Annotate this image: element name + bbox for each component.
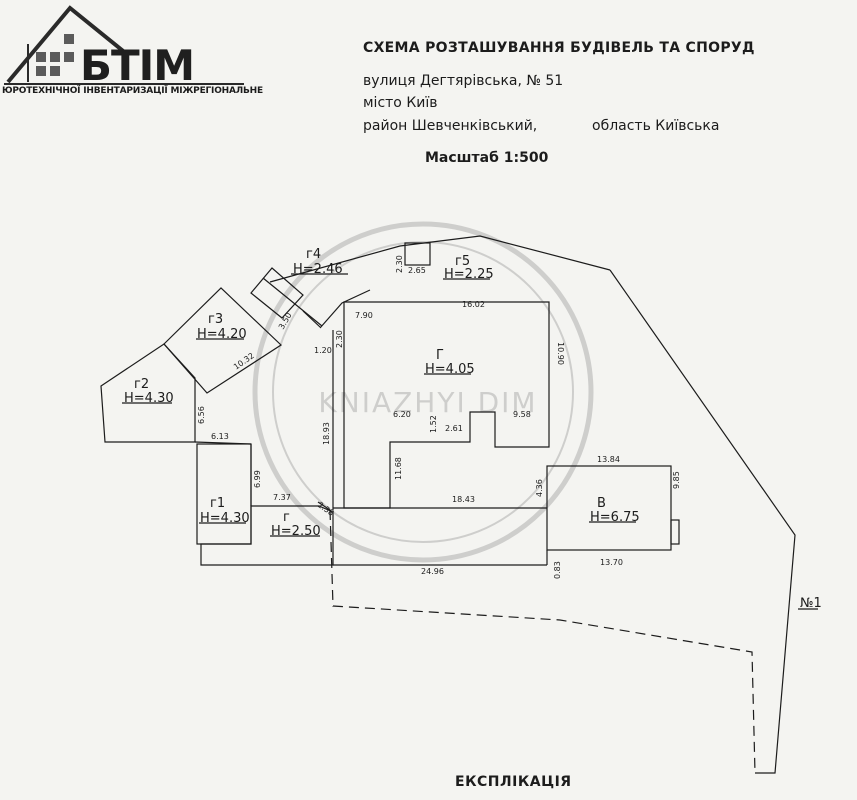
wall-line <box>302 310 321 328</box>
dim-1-52: 1.52 <box>429 415 438 433</box>
dim-2-61: 2.61 <box>445 424 463 433</box>
dim-6-20: 6.20 <box>393 410 411 419</box>
explication-heading: ЕКСПЛІКАЦІЯ <box>455 774 572 790</box>
parcel-dashed <box>329 509 756 774</box>
dim-24-96: 24.96 <box>421 567 444 576</box>
dim-9-85: 9.85 <box>672 471 681 489</box>
label-g1: г1 <box>210 496 225 511</box>
dim-4-36: 4.36 <box>535 479 544 497</box>
dim-1-20: 1.20 <box>314 346 332 355</box>
dim-2-65: 2.65 <box>408 266 426 275</box>
address-region: область Київська <box>592 118 720 134</box>
label-small-g: г <box>283 510 290 525</box>
height-g1: H=4.30 <box>200 511 250 526</box>
dim-18-43: 18.43 <box>452 495 475 504</box>
building-g1 <box>196 443 252 545</box>
logo-wordmark: БТІМ <box>80 41 194 90</box>
watermark-text: KNIAZHYI DIM <box>318 386 537 419</box>
dim-7-37: 7.37 <box>273 493 291 502</box>
dim-0-83: 0.83 <box>553 561 562 579</box>
label-g4: г4 <box>306 247 321 262</box>
parcel-label: №1 <box>800 596 822 611</box>
dim-9-58: 9.58 <box>513 410 531 419</box>
dim-18-93: 18.93 <box>322 422 331 445</box>
wall-line <box>194 441 252 445</box>
building-g3 <box>163 287 282 394</box>
parcel-boundary <box>609 269 796 774</box>
document-title: СХЕМА РОЗТАШУВАННЯ БУДІВЕЛЬ ТА СПОРУД <box>363 40 755 56</box>
boundary-segment <box>319 289 371 329</box>
address-district: район Шевченківський, <box>363 118 538 134</box>
label-g5: г5 <box>455 254 470 269</box>
btim-logo: БТІМ <box>4 5 244 90</box>
dim-13-84: 13.84 <box>597 455 620 464</box>
watermark: KNIAZHYI DIM <box>252 221 594 563</box>
dim-6-99: 6.99 <box>253 470 262 488</box>
dim-13-70: 13.70 <box>600 558 623 567</box>
dim-10-90: 10.90 <box>556 342 565 365</box>
building-v-annex <box>670 519 680 545</box>
height-g5: H=2.25 <box>444 267 494 282</box>
height-small-g: H=2.50 <box>271 524 321 539</box>
building-g2 <box>100 343 196 443</box>
dim-2-30: 2.30 <box>395 255 404 273</box>
address-city: місто Київ <box>363 95 438 111</box>
scale-label: Масштаб 1:500 <box>425 150 549 166</box>
house-logo-icon <box>4 5 244 85</box>
label-v: В <box>597 496 606 511</box>
dim-6-56: 6.56 <box>197 406 206 424</box>
building-g5 <box>404 242 431 266</box>
dim-7-90: 7.90 <box>355 311 373 320</box>
dim-6-13: 6.13 <box>211 432 229 441</box>
height-g3: H=4.20 <box>197 327 247 342</box>
height-main: H=4.05 <box>425 362 475 377</box>
boundary-segment <box>317 501 331 511</box>
dim-16-02: 16.02 <box>462 300 485 309</box>
logo-band-text: ЮРОТЕХНІЧНОЇ ІНВЕНТАРИЗАЦІЇ МІЖРЕГІОНАЛЬ… <box>2 86 263 96</box>
label-g2: г2 <box>134 377 149 392</box>
building-small-g <box>200 505 334 566</box>
height-g2: H=4.30 <box>124 391 174 406</box>
label-g3: г3 <box>208 312 223 327</box>
boundary-segment <box>262 277 323 327</box>
label-main: Г <box>436 348 444 363</box>
height-g4: H=2.46 <box>293 262 343 277</box>
height-v: H=6.75 <box>590 510 640 525</box>
building-g4 <box>250 267 304 319</box>
parcel-boundary-north <box>269 235 611 283</box>
dim-2-30b: 2.30 <box>335 330 344 348</box>
address-street: вулиця Дегтярівська, № 51 <box>363 73 564 89</box>
dim-11-68: 11.68 <box>394 457 403 480</box>
